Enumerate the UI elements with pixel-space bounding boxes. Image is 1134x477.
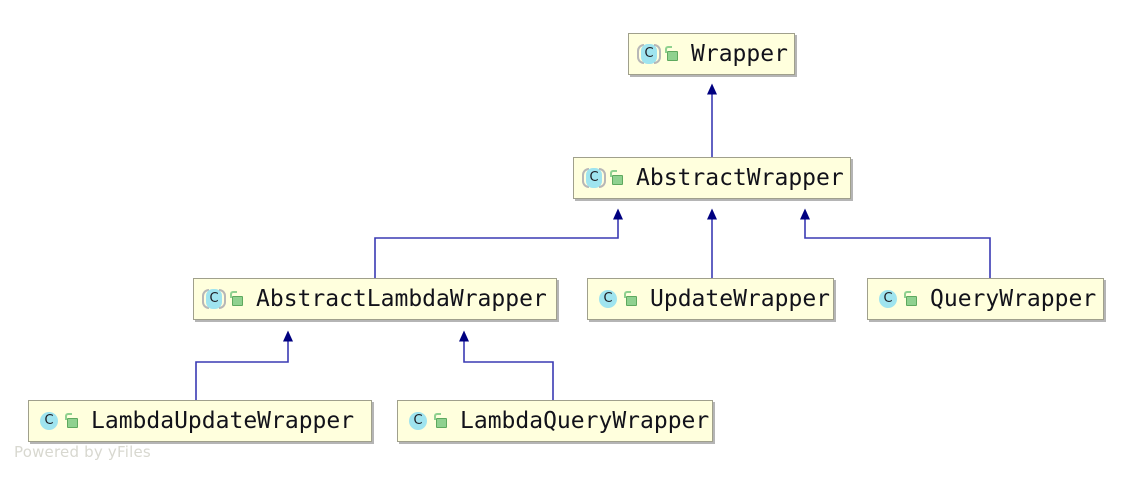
abstract-class-icon: C bbox=[637, 43, 661, 65]
node-icon-group: C bbox=[38, 410, 80, 432]
class-node-lambda-query-wrapper[interactable]: C LambdaQueryWrapper bbox=[397, 400, 713, 442]
edge-query-wrapper-to-abstract-wrapper bbox=[800, 208, 991, 278]
open-lock-icon bbox=[433, 412, 449, 430]
class-node-label: UpdateWrapper bbox=[650, 285, 831, 312]
class-node-wrapper[interactable]: C Wrapper bbox=[628, 33, 795, 75]
class-icon: C bbox=[407, 410, 429, 432]
class-node-label: Wrapper bbox=[691, 40, 788, 67]
class-node-abstract-wrapper[interactable]: C AbstractWrapper bbox=[573, 157, 851, 199]
class-icon: C bbox=[38, 410, 60, 432]
node-icon-group: C bbox=[407, 410, 449, 432]
node-icon-group: C bbox=[877, 288, 919, 310]
class-icon: C bbox=[877, 288, 899, 310]
open-lock-icon bbox=[64, 412, 80, 430]
class-node-lambda-update-wrapper[interactable]: C LambdaUpdateWrapper bbox=[28, 400, 372, 442]
abstract-class-icon: C bbox=[582, 167, 606, 189]
open-lock-icon bbox=[664, 45, 680, 63]
class-node-abstract-lambda-wrapper[interactable]: C AbstractLambdaWrapper bbox=[193, 278, 557, 320]
node-icon-group: C bbox=[582, 167, 625, 189]
edge-abstract-lambda-wrapper-to-abstract-wrapper bbox=[374, 208, 623, 278]
open-lock-icon bbox=[609, 169, 625, 187]
node-icon-group: C bbox=[202, 288, 245, 310]
edge-lambda-query-wrapper-to-abstract-lambda-wrapper bbox=[459, 330, 554, 400]
class-node-query-wrapper[interactable]: C QueryWrapper bbox=[867, 278, 1104, 320]
class-node-update-wrapper[interactable]: C UpdateWrapper bbox=[587, 278, 834, 320]
class-node-label: LambdaQueryWrapper bbox=[460, 407, 710, 434]
yfiles-watermark: Powered by yFiles bbox=[14, 443, 151, 461]
edge-lambda-update-wrapper-to-abstract-lambda-wrapper bbox=[195, 330, 293, 400]
open-lock-icon bbox=[903, 290, 919, 308]
class-icon: C bbox=[597, 288, 619, 310]
node-icon-group: C bbox=[637, 43, 680, 65]
open-lock-icon bbox=[623, 290, 639, 308]
abstract-class-icon: C bbox=[202, 288, 226, 310]
node-icon-group: C bbox=[597, 288, 639, 310]
class-node-label: QueryWrapper bbox=[930, 285, 1097, 312]
class-node-label: AbstractWrapper bbox=[636, 164, 844, 191]
open-lock-icon bbox=[229, 290, 245, 308]
class-node-label: AbstractLambdaWrapper bbox=[256, 285, 547, 312]
class-node-label: LambdaUpdateWrapper bbox=[91, 407, 355, 434]
